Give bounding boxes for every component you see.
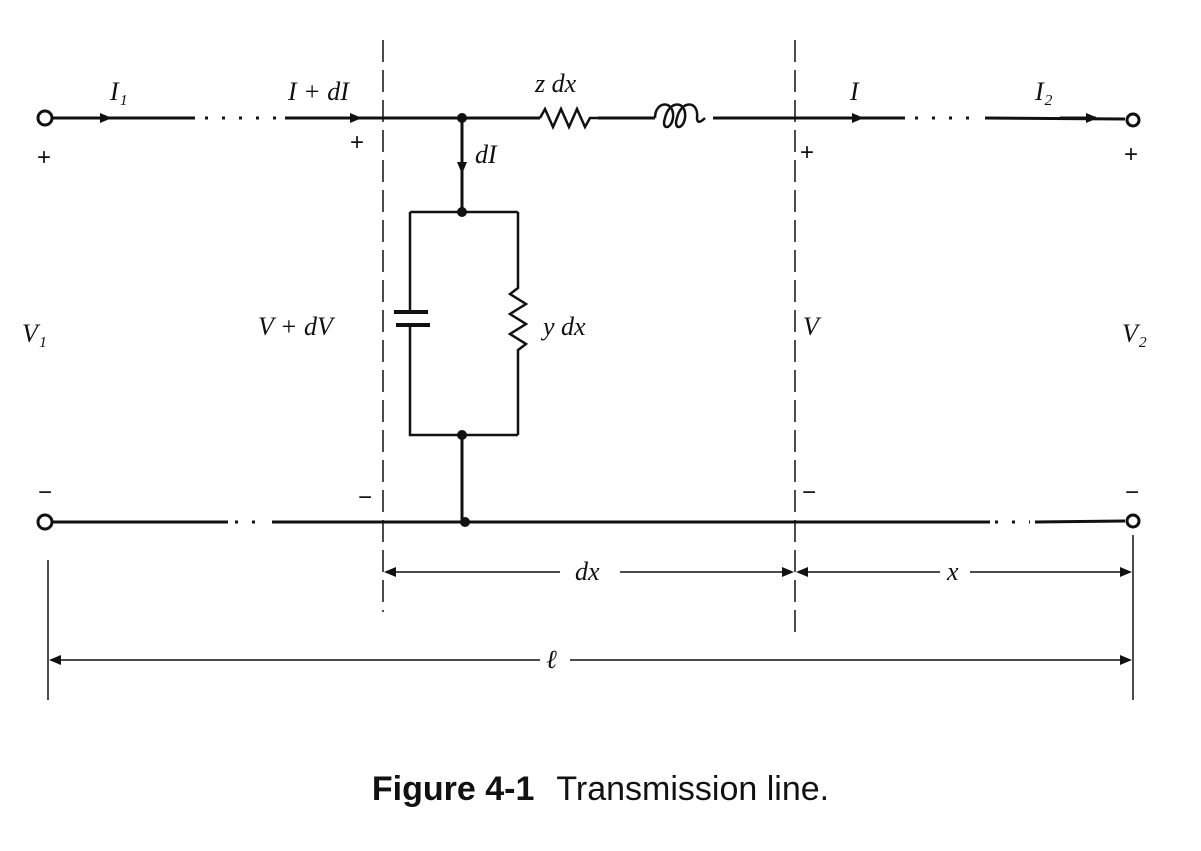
shunt-resistor (507, 212, 529, 435)
label-y-dx: y dx (540, 312, 586, 341)
label-v2: V₂ (1122, 319, 1147, 348)
figure-caption: Figure 4-1 Transmission line. (0, 770, 1201, 809)
label-i-plus-di: I + dI (287, 77, 350, 106)
plus-sign-v: + (800, 139, 814, 166)
minus-sign-v: − (802, 479, 816, 506)
top-wire-end (984, 116, 1126, 121)
plus-sign-v-plus-dv: + (350, 129, 364, 156)
minus-sign-v2: − (1125, 479, 1139, 506)
label-v: V (803, 312, 822, 341)
figure-number: Figure 4-1 (371, 770, 535, 808)
label-di: dI (475, 140, 498, 169)
node-bottom (460, 517, 470, 527)
terminal-top-right (1125, 112, 1141, 128)
minus-sign-v1: − (38, 479, 52, 506)
series-inductor (653, 103, 706, 129)
series-resistor (538, 105, 598, 131)
figure-caption-text: Transmission line. (556, 770, 830, 808)
label-i: I (849, 77, 860, 106)
label-i2: I₂ (1034, 77, 1053, 106)
label-ell: ℓ (546, 645, 557, 674)
plus-sign-v1: + (37, 144, 51, 171)
terminal-bottom-left (36, 513, 54, 531)
node-shunt-top (457, 207, 467, 217)
label-dx: dx (575, 557, 600, 586)
node-top (457, 113, 467, 123)
minus-sign-v-plus-dv: − (358, 484, 372, 511)
plus-sign-v2: + (1124, 141, 1138, 168)
label-x: x (946, 557, 959, 586)
label-v-plus-dv: V + dV (258, 312, 336, 341)
terminal-bottom-right (1125, 513, 1141, 529)
label-z-dx: z dx (534, 69, 577, 98)
bottom-wire-end (1034, 519, 1126, 524)
node-shunt-bottom (457, 430, 467, 440)
terminal-top-left (36, 109, 54, 127)
label-v1: V₁ (22, 319, 47, 348)
label-i1: I₁ (109, 77, 128, 106)
